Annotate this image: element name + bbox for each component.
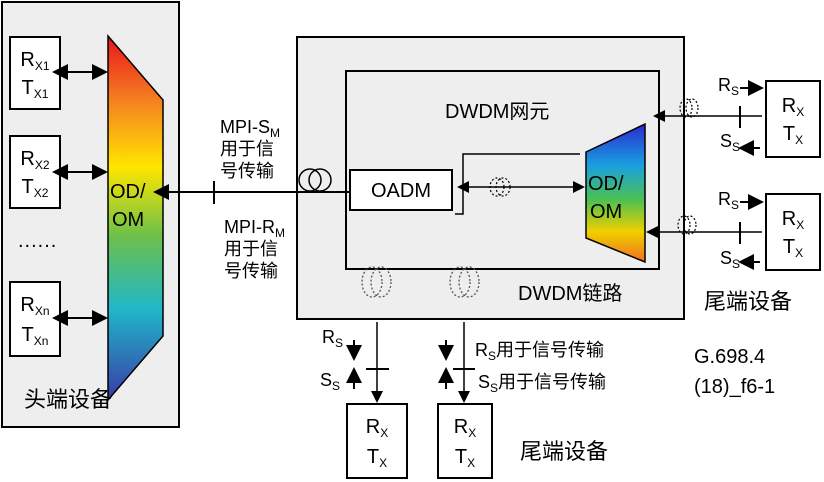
- right-rs-label-2: RS: [718, 189, 740, 212]
- bottom-ss-label: SS: [320, 370, 341, 393]
- oadm-box: OADM: [349, 169, 453, 211]
- dwdm-ne-title: DWDM网元: [445, 101, 550, 123]
- right-ss-label-2: SS: [720, 248, 741, 271]
- head-transceiver-2: RX2 TX2: [9, 135, 61, 209]
- dwdm-link-title: DWDM链路: [518, 283, 623, 305]
- bottom-tail-device-2: RX TX: [437, 403, 493, 479]
- right-rs-label-1: RS: [718, 75, 740, 98]
- mpi-r-label: MPI-RM 用于信 号传输: [224, 217, 285, 281]
- right-tail-title: 尾端设备: [704, 289, 793, 314]
- figure-id: G.698.4 (18)_f6-1: [694, 346, 776, 398]
- oadm-label: OADM: [371, 180, 431, 202]
- head-transceiver-1: RX1 TX1: [9, 36, 61, 110]
- right-ss-label-1: SS: [720, 131, 741, 154]
- right-tail-device-2: RX TX: [765, 193, 821, 271]
- bottom-ss-note: SS用于信号传输: [478, 372, 607, 395]
- bottom-rs-label: RS: [322, 327, 344, 350]
- mpi-s-label: MPI-SM 用于信 号传输: [220, 117, 281, 181]
- head-transceiver-n: RXn TXn: [9, 281, 61, 357]
- bottom-rs-note: RS用于信号传输: [475, 340, 605, 363]
- right-tail-device-1: RX TX: [765, 80, 821, 158]
- bottom-tail-title: 尾端设备: [520, 439, 609, 464]
- head-end-title: 头端设备: [24, 387, 113, 412]
- bottom-tail-device-1: RX TX: [346, 403, 408, 479]
- transceiver-ellipsis: ......: [18, 230, 58, 252]
